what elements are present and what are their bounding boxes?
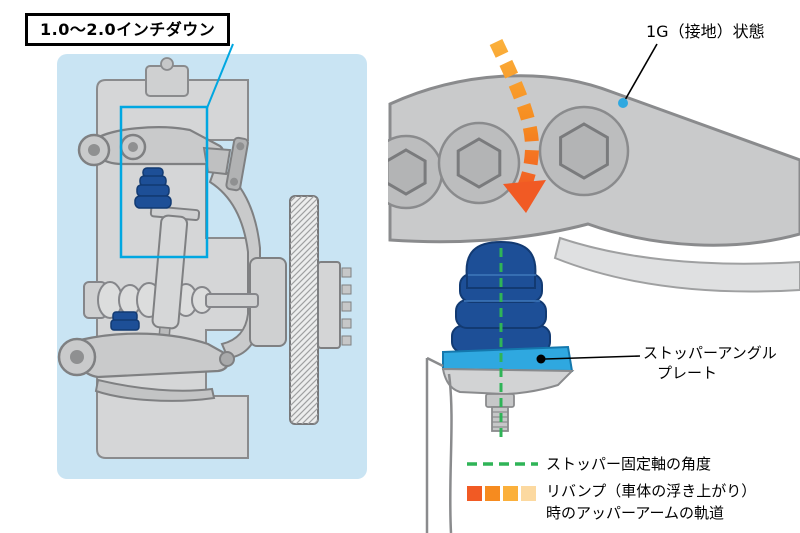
rebound-legend-line1: リバンプ（車体の浮き上がり） [546,482,757,500]
highlight-region-box [119,105,209,259]
steering-knuckle [208,163,261,360]
plate-leader-line [544,355,641,360]
hex-bolt-icon [388,148,427,196]
mount-bracket [441,367,575,432]
hex-bolt-icon [456,137,502,189]
plate-label-line1: ストッパーアングル [643,344,777,362]
rebound-legend-line2: 時のアッパーアームの軌道 [546,504,725,522]
frame-edge-lines [425,356,453,533]
brake-disc [289,195,352,425]
rebound-arrow [489,38,546,213]
inch-down-callout: 1.0〜2.0インチダウン [25,13,231,46]
left-overview-group [57,43,367,479]
pivot-boss-left [388,134,444,210]
shock-top-mount [145,57,189,97]
callout-leader-line [206,43,234,109]
lower-ball-joint [219,351,235,367]
plate-marker-dot [536,354,546,364]
lower-bump-stop [110,311,140,331]
pivot-boss-right [538,105,630,197]
upper-arm [77,126,249,192]
lower-arm-silhouette [553,236,800,293]
legend-rebound-swatch [467,486,536,501]
state-label: 1G（接地）状態 [646,22,765,41]
plate-label: ストッパーアングル プレート [643,343,777,383]
plate-label-line2: プレート [657,364,718,382]
stabilizer-link [225,136,249,192]
state-marker-dot [618,98,628,108]
arrowhead-icon [503,180,546,213]
bump-stop-small [134,167,172,209]
hex-bolt-icon [559,122,609,180]
pivot-boss-center [437,121,521,205]
rebound-legend-label: リバンプ（車体の浮き上がり） 時のアッパーアームの軌道 [546,480,756,524]
state-leader-line [624,43,658,101]
lower-arm [57,332,235,402]
axis-legend-label: ストッパー固定軸の角度 [546,455,712,473]
right-detail-group [388,38,800,533]
